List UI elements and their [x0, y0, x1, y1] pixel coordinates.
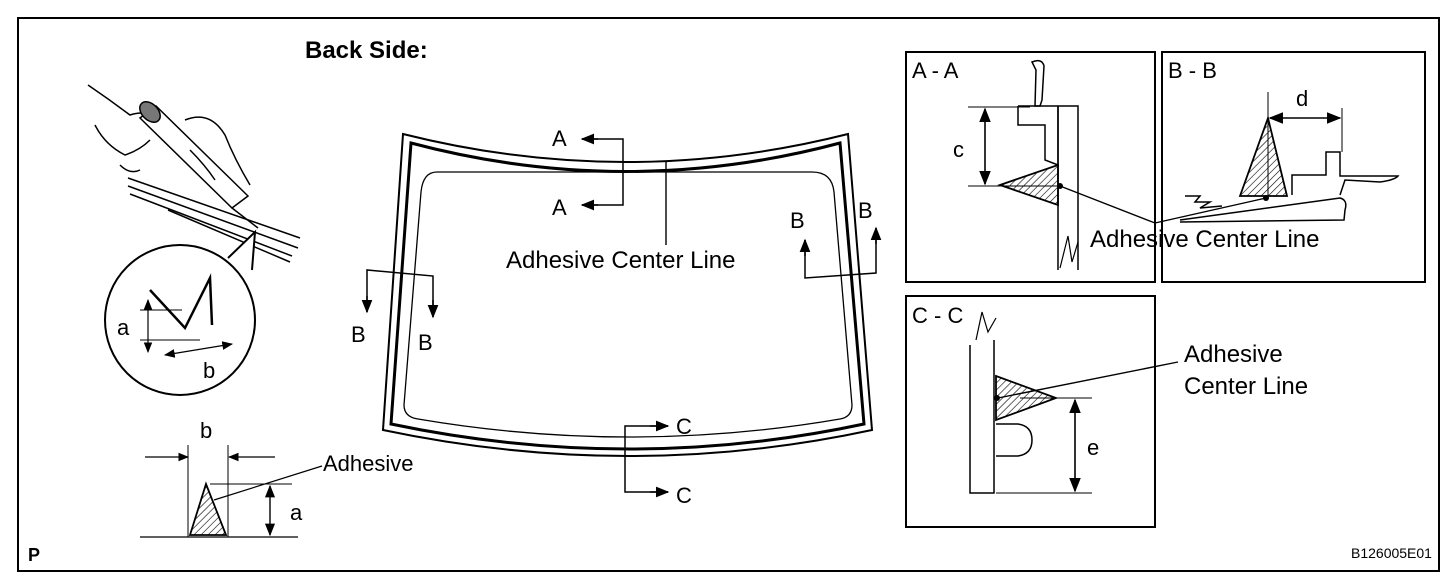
figure-id-label: B126005E01	[1351, 545, 1432, 561]
section-c-top-label: C	[676, 414, 692, 439]
section-b-right-marker	[799, 226, 882, 279]
section-a-top-label: A	[552, 126, 567, 151]
panel-cc-title: C - C	[912, 303, 963, 328]
panel-bb-dim-d: d	[1296, 86, 1308, 111]
section-b-left-label-2: B	[418, 330, 433, 355]
ab-callout-label: Adhesive Center Line	[1090, 226, 1319, 253]
panel-cc-dim-e: e	[1087, 435, 1099, 460]
panel-aa-title: A - A	[912, 58, 959, 83]
panel-aa	[905, 51, 1156, 283]
diagram-frame	[17, 17, 1440, 572]
panel-cc-callout-line2: Center Line	[1184, 373, 1308, 400]
inset-dim-a: a	[117, 315, 130, 340]
panel-cc	[905, 295, 1156, 528]
panel-bb	[1161, 51, 1426, 283]
bead-magnified-inset: a b	[104, 229, 257, 396]
panel-cc-center-dot	[994, 395, 1000, 401]
section-b-left-label-1: B	[351, 322, 366, 347]
inset-dim-b: b	[203, 358, 215, 383]
corner-p-label: P	[28, 545, 40, 565]
diagram-title: Back Side:	[305, 37, 428, 64]
windshield-outline	[381, 132, 874, 457]
bead-adhesive-callout: Adhesive	[323, 451, 414, 476]
bead-dim-a: a	[290, 500, 303, 525]
ab-callout-leaders	[1059, 185, 1267, 224]
panel-bb-title: B - B	[1168, 58, 1217, 83]
panel-cc-callout-line1: Adhesive	[1184, 341, 1283, 368]
adhesive-gun-illustration	[87, 84, 301, 263]
section-c-bottom-label: C	[676, 483, 692, 508]
panel-aa-dim-c: c	[953, 137, 964, 162]
section-b-right-label-2: B	[858, 198, 873, 223]
section-a-bottom-label: A	[552, 195, 567, 220]
panel-bb-section-drawing	[1179, 92, 1400, 223]
bead-cross-section: b a Adhesive	[140, 418, 414, 538]
section-b-left-marker	[361, 269, 439, 319]
main-callout-label: Adhesive Center Line	[506, 247, 735, 274]
bead-dim-b: b	[200, 418, 212, 443]
section-a-marker	[580, 133, 624, 211]
section-b-right-label-1: B	[790, 208, 805, 233]
section-c-marker	[624, 420, 670, 498]
